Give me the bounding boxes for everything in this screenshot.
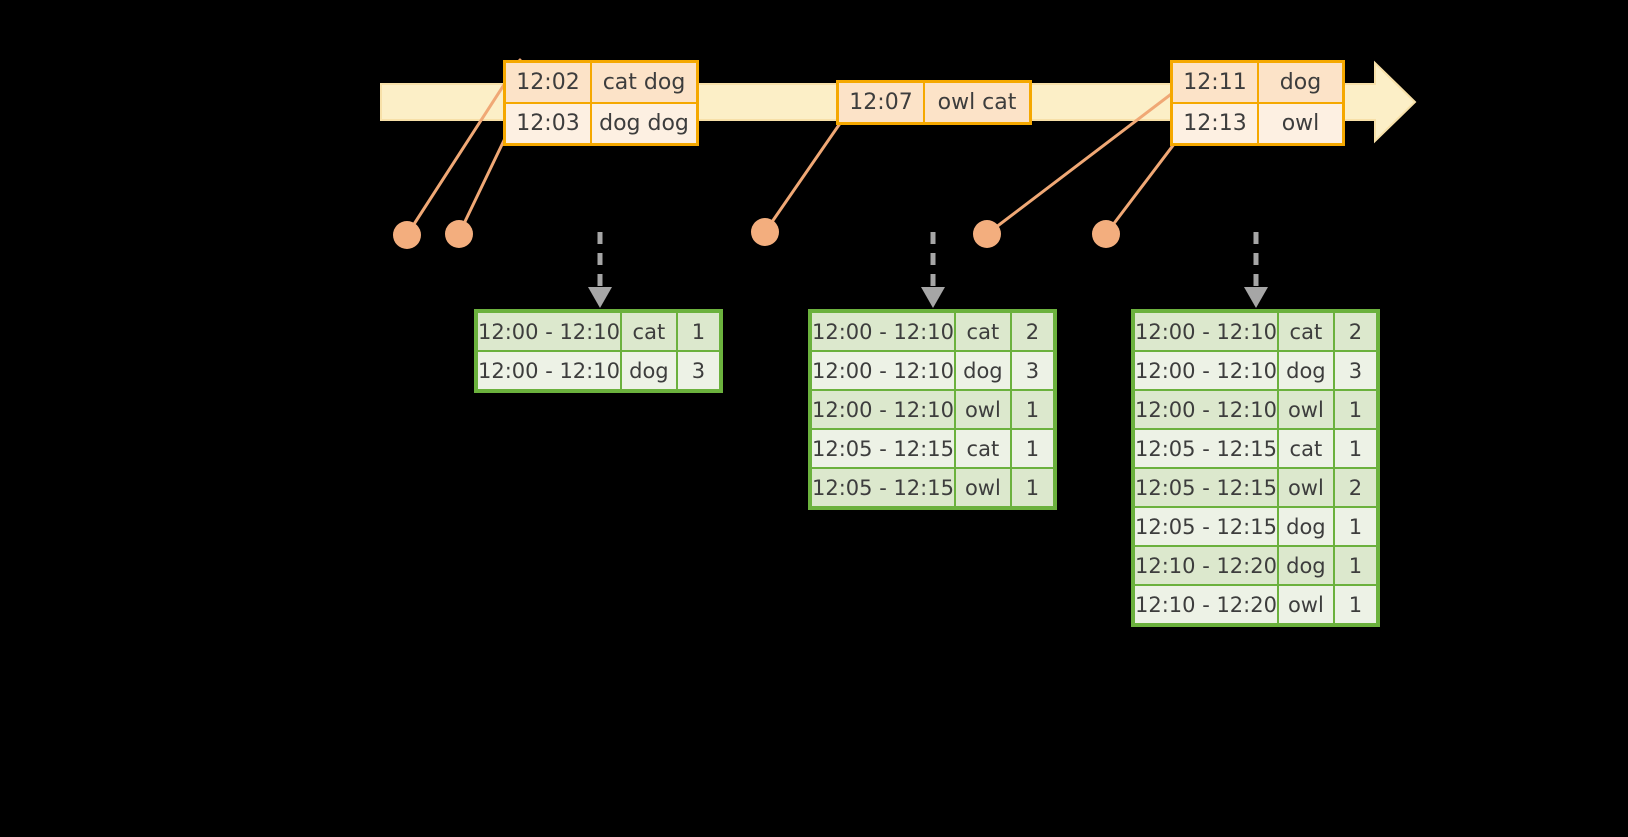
event-row[interactable]: 12:07 owl cat [839, 83, 1029, 122]
event-words: owl cat [925, 83, 1029, 122]
event-group-2[interactable]: 12:07 owl cat [836, 80, 1032, 125]
count-cell: 2 [1334, 313, 1376, 350]
emit-arrow-head-2 [921, 287, 945, 308]
event-time: 12:13 [1173, 104, 1259, 143]
count-cell: 1 [1011, 469, 1053, 506]
table-row[interactable]: 12:00 - 12:10 cat 1 [478, 313, 719, 350]
event-words: dog [1259, 63, 1342, 102]
count-cell: 2 [1011, 313, 1053, 350]
count-cell: 3 [1334, 352, 1376, 389]
window-cell: 12:05 - 12:15 [1135, 508, 1279, 545]
word-cell: cat [621, 313, 678, 350]
table-row[interactable]: 12:05 - 12:15 owl 1 [812, 467, 1053, 506]
emit-arrow-head-3 [1244, 287, 1268, 308]
word-cell: dog [621, 352, 678, 389]
emit-arrows [588, 232, 1268, 308]
word-cell: dog [955, 352, 1012, 389]
word-cell: dog [1278, 547, 1335, 584]
result-table-1[interactable]: 12:00 - 12:10 cat 1 12:00 - 12:10 dog 3 [474, 309, 723, 393]
event-group-1[interactable]: 12:02 cat dog 12:03 dog dog [503, 60, 699, 146]
event-time: 12:07 [839, 83, 925, 122]
count-cell: 1 [1334, 586, 1376, 623]
count-cell: 1 [1011, 430, 1053, 467]
count-cell: 1 [1011, 391, 1053, 428]
event-row[interactable]: 12:02 cat dog [506, 63, 696, 102]
window-cell: 12:00 - 12:10 [812, 313, 956, 350]
word-cell: cat [955, 313, 1012, 350]
event-row[interactable]: 12:13 owl [1173, 102, 1342, 143]
window-cell: 12:00 - 12:10 [812, 352, 956, 389]
table-row[interactable]: 12:00 - 12:10 dog 3 [478, 350, 719, 389]
event-words: dog dog [592, 104, 696, 143]
event-dot-2 [445, 220, 473, 248]
result-table-2[interactable]: 12:00 - 12:10 cat 2 12:00 - 12:10 dog 3 … [808, 309, 1057, 510]
word-cell: cat [1278, 313, 1335, 350]
word-cell: owl [1278, 469, 1335, 506]
word-cell: owl [955, 469, 1012, 506]
count-cell: 2 [1334, 469, 1376, 506]
table-row[interactable]: 12:05 - 12:15 owl 2 [1135, 467, 1376, 506]
window-cell: 12:00 - 12:10 [1135, 313, 1279, 350]
event-dot-4 [973, 220, 1001, 248]
event-words: cat dog [592, 63, 696, 102]
event-time: 12:03 [506, 104, 592, 143]
event-dot-5 [1092, 220, 1120, 248]
window-cell: 12:10 - 12:20 [1135, 586, 1279, 623]
table-row[interactable]: 12:10 - 12:20 dog 1 [1135, 545, 1376, 584]
event-time: 12:11 [1173, 63, 1259, 102]
window-cell: 12:00 - 12:10 [478, 313, 622, 350]
table-row[interactable]: 12:05 - 12:15 dog 1 [1135, 506, 1376, 545]
event-words: owl [1259, 104, 1342, 143]
window-cell: 12:00 - 12:10 [812, 391, 956, 428]
event-dot-3 [751, 218, 779, 246]
table-row[interactable]: 12:05 - 12:15 cat 1 [812, 428, 1053, 467]
table-row[interactable]: 12:10 - 12:20 owl 1 [1135, 584, 1376, 623]
event-time: 12:02 [506, 63, 592, 102]
window-cell: 12:05 - 12:15 [1135, 430, 1279, 467]
window-cell: 12:00 - 12:10 [1135, 352, 1279, 389]
emit-arrow-head-1 [588, 287, 612, 308]
word-cell: cat [1278, 430, 1335, 467]
table-row[interactable]: 12:00 - 12:10 cat 2 [1135, 313, 1376, 350]
result-table-3[interactable]: 12:00 - 12:10 cat 2 12:00 - 12:10 dog 3 … [1131, 309, 1380, 627]
table-row[interactable]: 12:05 - 12:15 cat 1 [1135, 428, 1376, 467]
word-cell: owl [955, 391, 1012, 428]
window-cell: 12:05 - 12:15 [812, 469, 956, 506]
word-cell: dog [1278, 352, 1335, 389]
count-cell: 1 [1334, 430, 1376, 467]
word-cell: dog [1278, 508, 1335, 545]
table-row[interactable]: 12:00 - 12:10 owl 1 [1135, 389, 1376, 428]
count-cell: 1 [1334, 547, 1376, 584]
table-row[interactable]: 12:00 - 12:10 dog 3 [812, 350, 1053, 389]
window-cell: 12:00 - 12:10 [478, 352, 622, 389]
window-cell: 12:10 - 12:20 [1135, 547, 1279, 584]
table-row[interactable]: 12:00 - 12:10 cat 2 [812, 313, 1053, 350]
word-cell: cat [955, 430, 1012, 467]
window-cell: 12:05 - 12:15 [812, 430, 956, 467]
count-cell: 1 [677, 313, 719, 350]
event-dot-1 [393, 221, 421, 249]
connector-line-3 [763, 120, 843, 234]
event-dots [393, 218, 1120, 249]
table-row[interactable]: 12:00 - 12:10 dog 3 [1135, 350, 1376, 389]
count-cell: 3 [677, 352, 719, 389]
event-group-3[interactable]: 12:11 dog 12:13 owl [1170, 60, 1345, 146]
window-cell: 12:00 - 12:10 [1135, 391, 1279, 428]
count-cell: 3 [1011, 352, 1053, 389]
table-row[interactable]: 12:00 - 12:10 owl 1 [812, 389, 1053, 428]
count-cell: 1 [1334, 508, 1376, 545]
word-cell: owl [1278, 586, 1335, 623]
count-cell: 1 [1334, 391, 1376, 428]
event-row[interactable]: 12:03 dog dog [506, 102, 696, 143]
word-cell: owl [1278, 391, 1335, 428]
window-cell: 12:05 - 12:15 [1135, 469, 1279, 506]
event-row[interactable]: 12:11 dog [1173, 63, 1342, 102]
